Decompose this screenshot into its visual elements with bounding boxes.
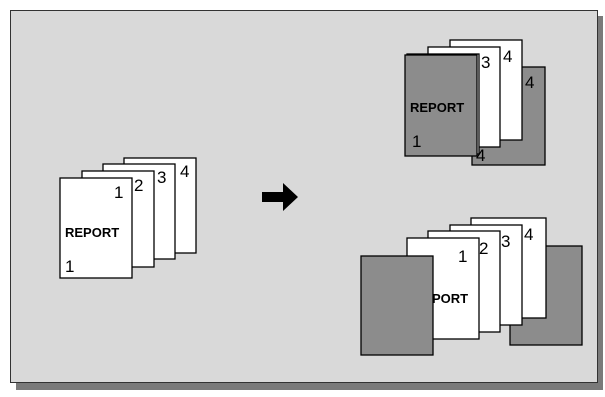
input-page-number-2: 2 xyxy=(134,176,143,195)
input-page-number-3: 3 xyxy=(157,168,166,187)
input-document-stack: 4 3 2 1 REPORT 1 xyxy=(59,157,197,279)
output-bottom-page-number-4: 4 xyxy=(524,225,533,244)
output-bottom-page-number-3: 3 xyxy=(501,232,510,251)
front-cover-number: 1 xyxy=(412,132,421,151)
output-top-page-number-4: 4 xyxy=(503,47,512,66)
output-stack-blank-covers: 4 3 2 1 PORT xyxy=(360,217,583,356)
front-cover: REPORT 1 xyxy=(404,54,478,157)
output-bottom-page-number-2: 2 xyxy=(479,239,488,258)
input-page-number-1: 1 xyxy=(114,183,123,202)
back-cover-number: 4 xyxy=(525,73,534,92)
blank-front-cover xyxy=(360,255,434,356)
input-page-1: 1 REPORT 1 xyxy=(59,177,133,279)
right-arrow-icon xyxy=(262,183,298,211)
output-top-page-number-3: 3 xyxy=(481,53,490,72)
input-corner-number: 1 xyxy=(65,257,74,276)
front-cover-title: REPORT xyxy=(410,100,464,115)
input-report-title: REPORT xyxy=(65,225,119,240)
input-page-number-4: 4 xyxy=(180,162,189,181)
back-cover-peek-number: 4 xyxy=(476,146,485,165)
output-stack-covered: 4 4 4 3 2 REPORT 1 xyxy=(404,39,546,166)
output-bottom-page-number-1: 1 xyxy=(458,247,467,266)
output-bottom-partial-title: PORT xyxy=(432,291,468,306)
